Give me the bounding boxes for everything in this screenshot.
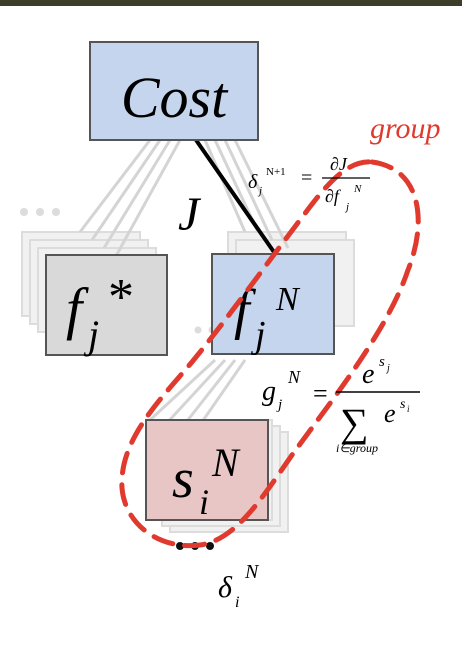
header-bar [0, 0, 462, 6]
softmax-num-sup-base: s [379, 354, 385, 370]
group-label: group [370, 112, 441, 145]
delta-bottom-sub: i [235, 594, 239, 611]
fj-star-sup: * [108, 269, 134, 326]
delta-top-den-sub: j [344, 201, 349, 213]
fj-star-sub: j [83, 312, 99, 357]
delta-top-den-base: ∂f [325, 186, 342, 206]
fj-star-label: f j * [66, 269, 134, 357]
si-N-sub: i [199, 482, 209, 522]
edge-label-J: J [178, 188, 202, 241]
softmax-sum-range: i∈group [336, 441, 378, 455]
fj-N-node [211, 253, 335, 355]
si-N-sup: N [211, 440, 241, 485]
softmax-equals: = [313, 379, 328, 408]
softmax-num-sup-sub: j [385, 363, 390, 374]
delta-top-formula: δ j N+1 = ∂J ∂f j N [248, 154, 370, 213]
delta-top-num: ∂J [330, 154, 348, 174]
delta-bottom-formula: δ i N [218, 561, 260, 611]
faded-connections [78, 139, 290, 433]
faded-dots-left [20, 208, 60, 216]
si-N-label: s i N [172, 440, 241, 522]
delta-top-lhs-sub: j [257, 185, 262, 197]
softmax-den-sup-sub: i [407, 404, 410, 414]
group-boundary [119, 159, 421, 549]
edge-cost-to-fjN [194, 138, 278, 257]
softmax-den-sup-base: s [400, 397, 406, 412]
softmax-formula: g j N = e s j ∑ e s i i∈group [262, 354, 420, 455]
softmax-num-base: e [362, 359, 374, 390]
cost-label: Cost [121, 65, 229, 130]
softmax-den-base: e [384, 399, 396, 428]
softmax-sum-symbol: ∑ [340, 400, 369, 445]
delta-bottom-sup: N [244, 561, 260, 583]
softmax-lhs-sub: j [276, 397, 282, 413]
fj-N-sup: N [275, 281, 301, 318]
fj-star-node [45, 254, 168, 356]
si-N-node [145, 419, 269, 521]
delta-top-equals: = [301, 167, 312, 189]
delta-top-den-sup: N [353, 183, 362, 195]
delta-top-lhs-base: δ [248, 171, 258, 193]
delta-bottom-base: δ [218, 571, 233, 604]
si-N-base: s [172, 448, 194, 510]
softmax-lhs-sup: N [287, 367, 301, 387]
cost-node [89, 41, 259, 141]
softmax-lhs-base: g [262, 376, 276, 407]
delta-top-lhs-sup: N+1 [266, 166, 286, 178]
